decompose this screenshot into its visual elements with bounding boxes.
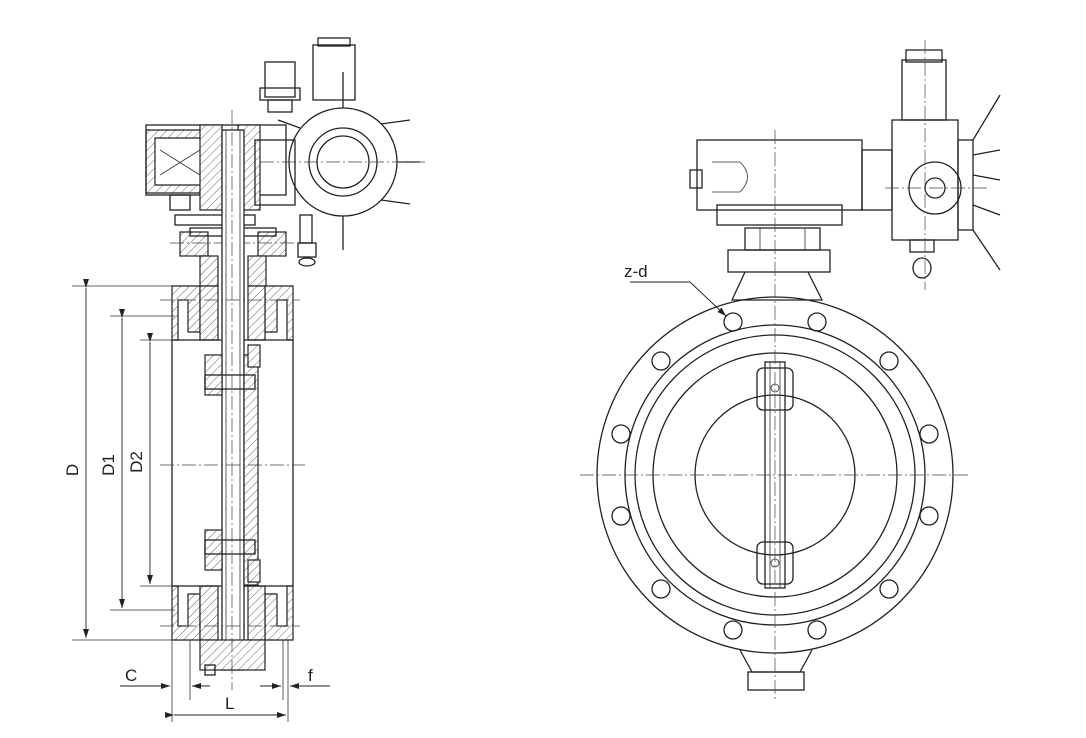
gearbox-section [145, 124, 296, 226]
bracket-front [727, 227, 831, 301]
dim-label-f: f [308, 666, 313, 685]
section-view: D D1 D2 C L f [63, 37, 425, 722]
dim-label-D: D [63, 464, 82, 476]
dimensions [72, 279, 330, 722]
dim-label-C: C [125, 666, 137, 685]
actuator-front [689, 40, 1001, 290]
dim-label-L: L [225, 694, 234, 713]
bolt-holes [611, 312, 939, 640]
label-z-d: z-d [624, 262, 648, 281]
front-view: z-d [580, 40, 1001, 700]
actuator-side [259, 37, 425, 267]
dim-label-D1: D1 [99, 454, 118, 476]
body-section [160, 110, 305, 690]
dim-label-D2: D2 [127, 451, 146, 473]
